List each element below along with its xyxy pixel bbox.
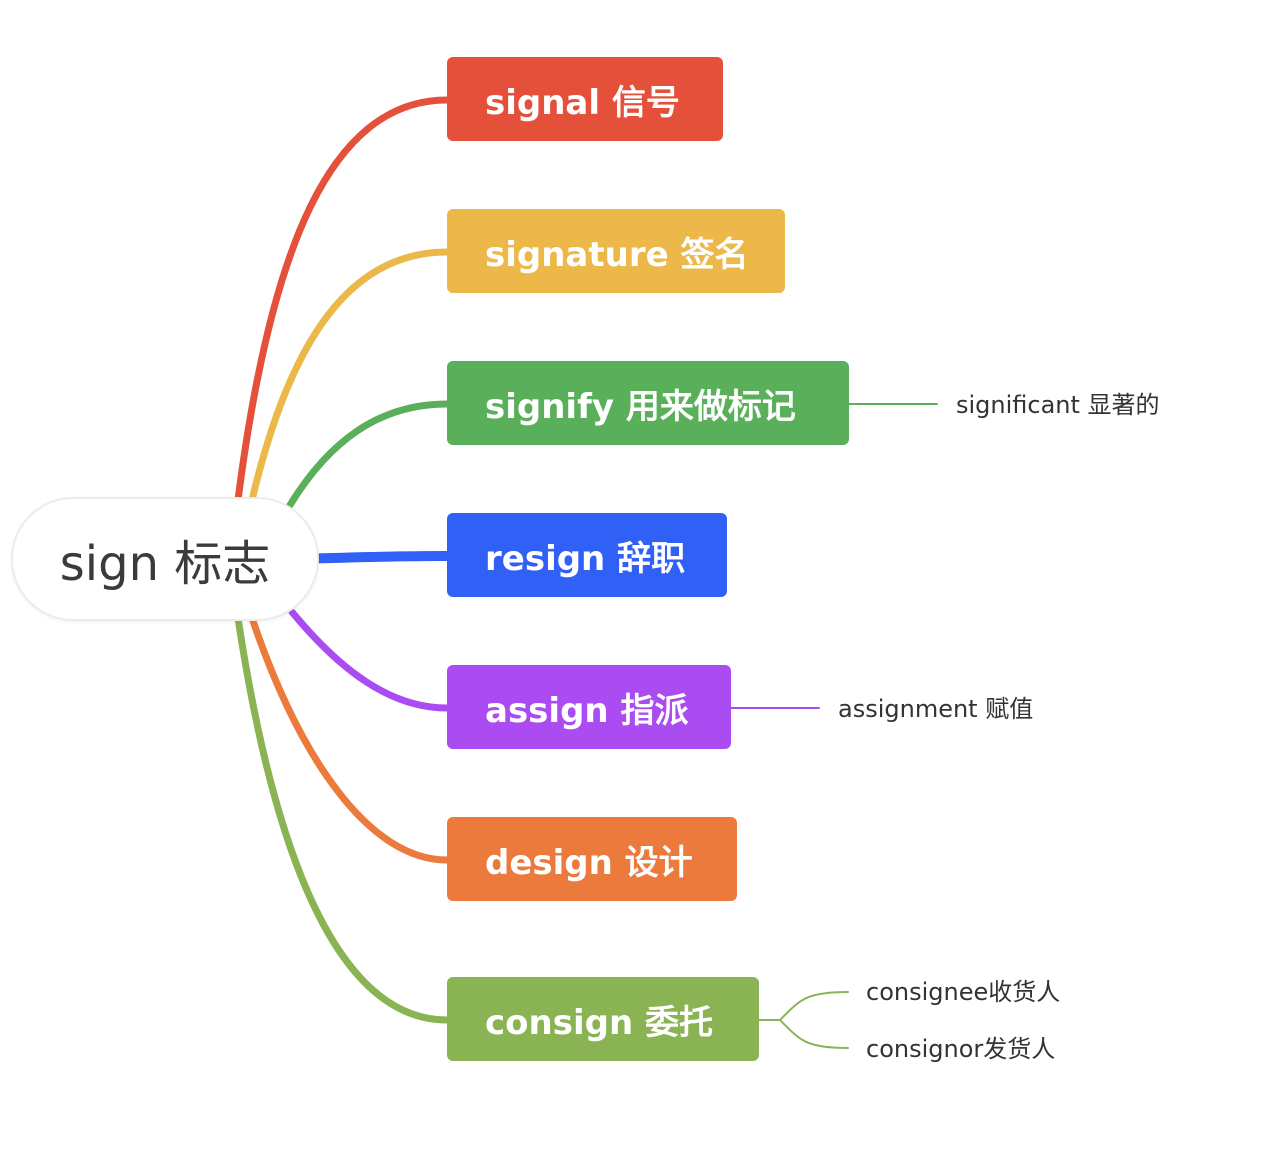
branch-topic-design[interactable]: design 设计 <box>447 817 737 901</box>
connector-consignor <box>779 1019 849 1049</box>
branch-label: consign 委托 <box>485 1002 713 1043</box>
branch-label: signify 用来做标记 <box>485 386 796 427</box>
subtopic-assignment[interactable]: assignment 赋值 <box>838 695 1034 723</box>
branch-topic-resign[interactable]: resign 辞职 <box>447 513 727 597</box>
root-topic-label: sign 标志 <box>59 536 271 592</box>
branch-label: signature 签名 <box>485 234 749 275</box>
branch-topic-signature[interactable]: signature 签名 <box>447 209 785 293</box>
branch-label: resign 辞职 <box>485 538 686 579</box>
subtopic-consignor[interactable]: consignor发货人 <box>866 1035 1056 1063</box>
branch-topic-consign[interactable]: consign 委托 <box>447 977 759 1061</box>
connector-signify <box>286 400 451 509</box>
branch-topic-assign[interactable]: assign 指派 <box>447 665 731 749</box>
branch-label: assign 指派 <box>485 690 689 731</box>
branch-topic-signal[interactable]: signal 信号 <box>447 57 723 141</box>
branch-label: design 设计 <box>485 842 693 883</box>
connector-resign <box>295 551 452 564</box>
connector-consignee <box>758 991 849 1021</box>
connector-design <box>248 614 451 864</box>
branch-label: signal 信号 <box>485 82 680 123</box>
subtopic-consignee[interactable]: consignee收货人 <box>866 978 1061 1006</box>
branch-topic-signify[interactable]: signify 用来做标记 <box>447 361 849 445</box>
connector-assign <box>288 608 451 712</box>
connector-consign <box>234 614 451 1024</box>
root-topic[interactable]: sign 标志 <box>11 497 319 621</box>
subtopic-significant[interactable]: significant 显著的 <box>956 391 1160 419</box>
connector-signal <box>234 96 451 504</box>
connector-signature <box>248 248 451 504</box>
